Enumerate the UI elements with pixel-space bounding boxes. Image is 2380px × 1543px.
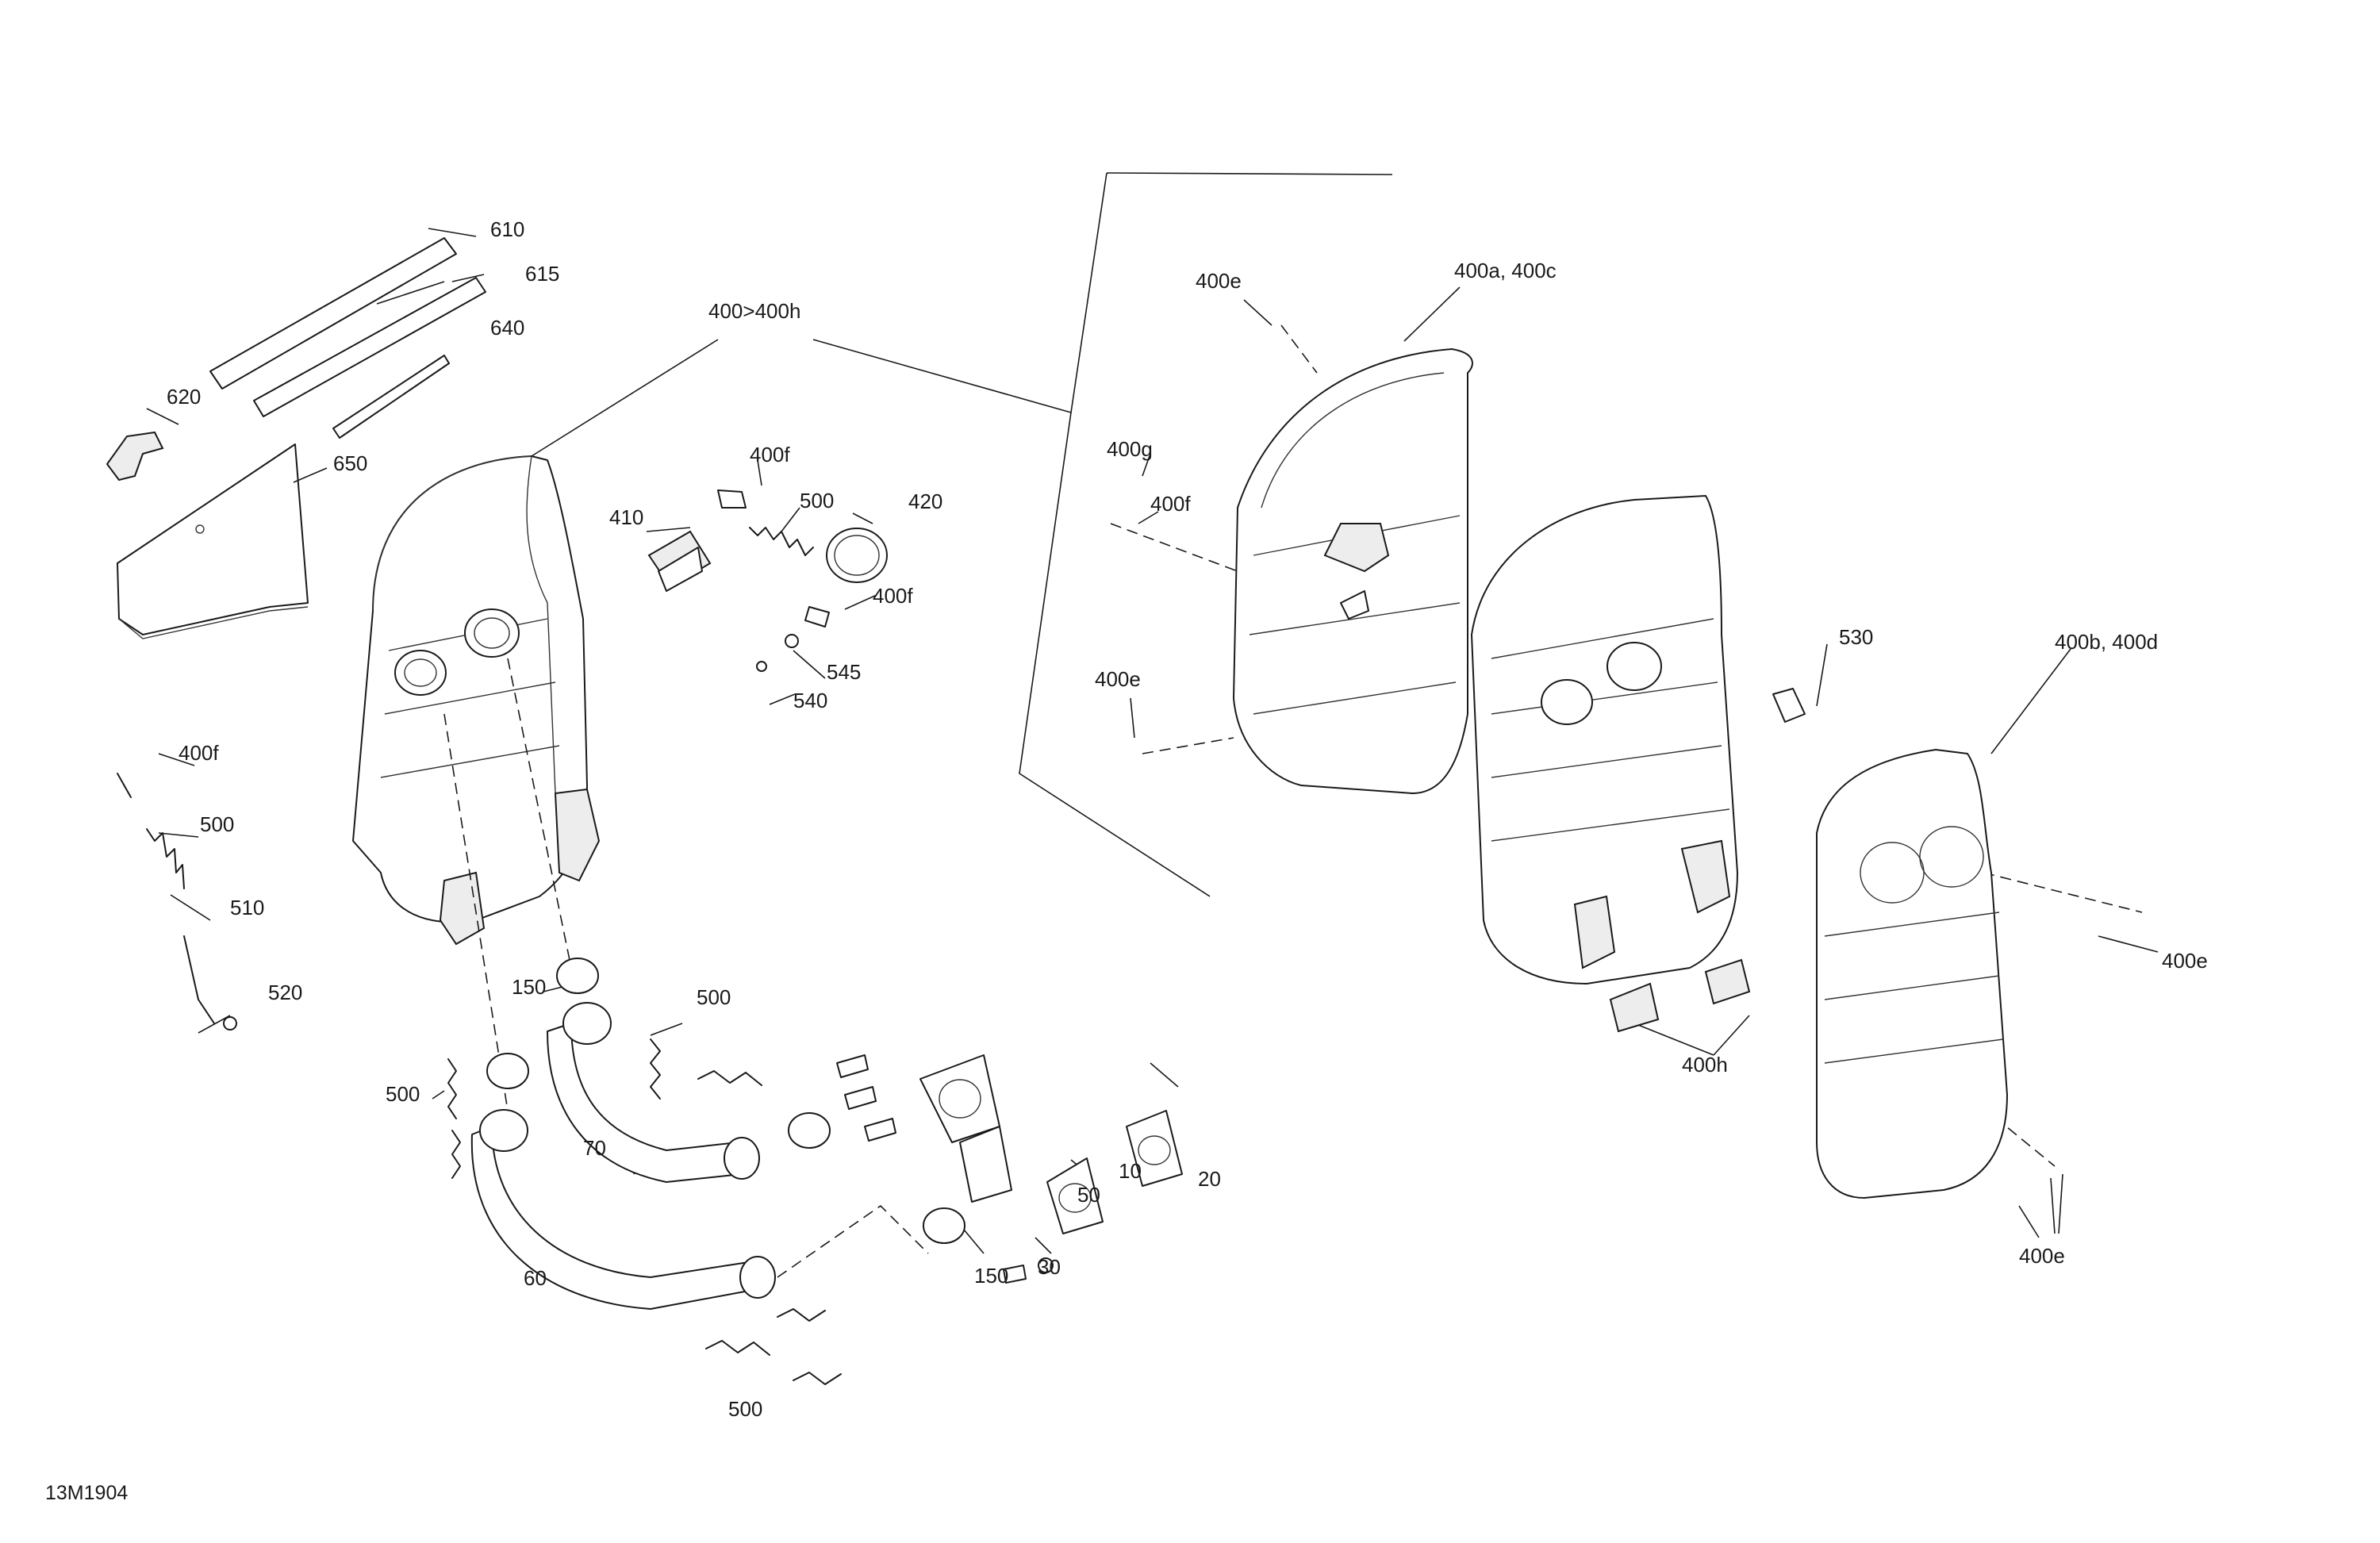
label-400e-top: 400e	[1196, 269, 1242, 293]
muffler-cover-front	[1233, 348, 1473, 794]
label-400e-right: 400e	[2162, 949, 2208, 973]
label-610: 610	[490, 217, 524, 241]
muffler-left	[352, 455, 601, 946]
label-545: 545	[827, 660, 861, 684]
label-420: 420	[908, 489, 942, 513]
label-500-bottom: 500	[728, 1397, 762, 1421]
label-530: 530	[1839, 625, 1873, 649]
label-640: 640	[490, 316, 524, 340]
label-150-bottom: 150	[974, 1264, 1008, 1288]
label-500-pipes-left: 500	[386, 1082, 420, 1106]
label-620: 620	[167, 385, 201, 409]
label-400a-400c: 400a, 400c	[1454, 259, 1557, 282]
leader-lines	[146, 172, 2159, 1294]
label-400e-bottom: 400e	[2019, 1244, 2065, 1268]
label-150-top: 150	[512, 975, 546, 999]
label-400e-mid: 400e	[1095, 667, 1141, 691]
label-30: 30	[1038, 1255, 1061, 1279]
exhaust-pipes	[470, 1002, 776, 1310]
label-615: 615	[525, 262, 559, 286]
label-500-pipes-right: 500	[697, 985, 731, 1009]
clip-530	[1772, 688, 1806, 723]
label-60: 60	[524, 1266, 547, 1290]
label-400f-top: 400f	[750, 443, 790, 466]
label-400f-mid: 400f	[873, 584, 913, 608]
label-410: 410	[609, 505, 643, 529]
label-70: 70	[583, 1136, 606, 1160]
label-400h: 400h	[1682, 1053, 1728, 1077]
hardware-parts	[117, 489, 1183, 1385]
assembly-dash-lines	[443, 324, 2143, 1278]
label-400-to-400h: 400>400h	[708, 299, 800, 323]
diagram-code: 13M1904	[45, 1482, 128, 1504]
label-510: 510	[230, 896, 264, 919]
muffler-cover-rear	[1816, 749, 2008, 1199]
label-500-top: 500	[800, 489, 834, 512]
label-20: 20	[1198, 1167, 1221, 1191]
label-10: 10	[1119, 1159, 1142, 1183]
bracket-620	[106, 431, 164, 482]
label-520: 520	[268, 981, 302, 1004]
label-400g: 400g	[1107, 437, 1153, 461]
label-50: 50	[1077, 1183, 1100, 1207]
part-labels: 610 615 640 620 650 400>400h 400f 500 42…	[45, 217, 2208, 1504]
label-400f-left: 400f	[178, 741, 219, 765]
label-400f-right: 400f	[1150, 492, 1191, 516]
heat-shield-strips	[209, 237, 486, 439]
muffler-center	[1471, 495, 1751, 1033]
label-540: 540	[793, 689, 827, 712]
label-400b-400d: 400b, 400d	[2055, 630, 2158, 654]
label-650: 650	[333, 451, 367, 475]
label-500-left: 500	[200, 812, 234, 836]
plate-650	[117, 443, 309, 639]
